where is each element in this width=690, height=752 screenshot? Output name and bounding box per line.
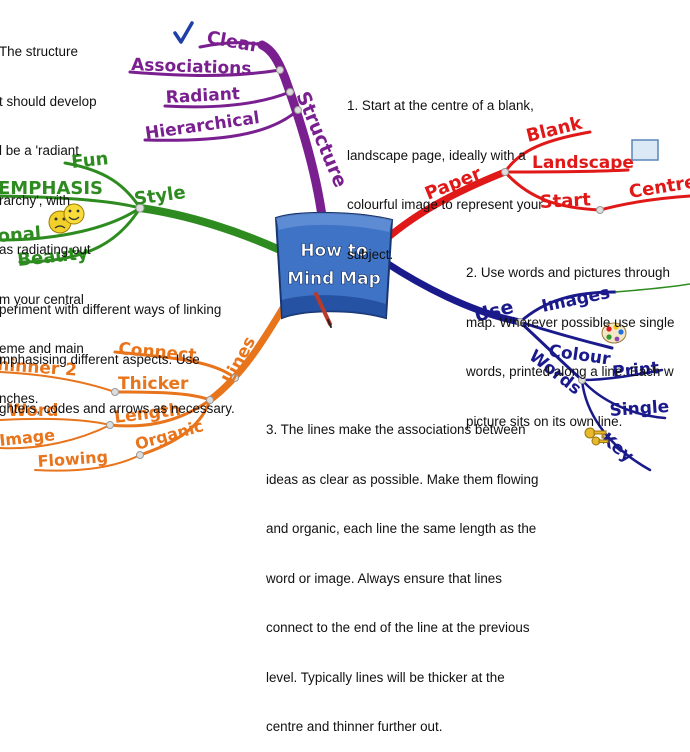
- style-note: periment with different ways of linking …: [0, 269, 235, 434]
- style-note-line: ghters, codes and arrows as necessary.: [0, 401, 235, 416]
- use-line-images: [518, 290, 617, 324]
- lines-line-word: [0, 417, 111, 426]
- central-title-line2: Mind Map: [287, 269, 381, 289]
- structure-note-line: as radiating out: [0, 242, 91, 257]
- paper-line-centre: [598, 194, 690, 212]
- style-branch: [0, 161, 284, 264]
- central-title-line1: How to: [300, 241, 367, 261]
- mind-map-diagram: Structure Clear Associations Radiant Hie…: [0, 21, 690, 472]
- structure-line-clear: [198, 41, 264, 49]
- checkmark-icon: [173, 21, 194, 44]
- step3-note-line: word or image. Always ensure that lines: [266, 570, 502, 586]
- use-item-print: Print: [611, 358, 660, 383]
- use-green-extension-line: [614, 283, 690, 293]
- use-line-colour: [518, 320, 614, 350]
- step2-note-line: picture sits on its own line.: [466, 413, 623, 429]
- lines-node-dots: [106, 374, 239, 459]
- lines-line-image: [0, 424, 111, 450]
- style-node-dot: [135, 203, 145, 213]
- step1-note: 1. Start at the centre of a blank, lands…: [347, 65, 543, 280]
- use-line-single: [580, 378, 667, 420]
- step3-note-line: level. Typically lines will be thicker a…: [266, 669, 505, 685]
- colour-palette-icon: [601, 322, 627, 344]
- use-line-print: [580, 368, 664, 382]
- structure-item-associations: Associations: [131, 55, 252, 79]
- step2-note-line: words, printed along a line. Each w: [466, 364, 674, 379]
- structure-note-line: l be a 'radiant: [0, 143, 79, 158]
- pen-icon: [314, 292, 332, 328]
- style-item-fun: Fun: [70, 148, 109, 173]
- structure-note-line: rarchy', with: [0, 192, 71, 208]
- lines-line-organic: [138, 398, 212, 457]
- step2-note: 2. Use words and pictures through map. W…: [466, 232, 690, 447]
- use-branch: [381, 258, 667, 472]
- central-image: How to Mind Map: [274, 211, 394, 328]
- style-note-line: mphasising different aspects. Use: [0, 351, 200, 367]
- structure-node-dots: [276, 66, 302, 114]
- style-main-line: [136, 204, 284, 254]
- picture-frame-icon: [631, 139, 659, 161]
- lines-line-flowing: [34, 454, 141, 472]
- structure-line-associations: [128, 68, 282, 77]
- paper-line-landscape: [503, 168, 630, 174]
- use-line-words: [518, 320, 584, 382]
- smiley-faces-icon: [48, 203, 85, 234]
- style-line-emphasis: [0, 194, 142, 210]
- lines-line-length: [108, 398, 212, 428]
- use-main-line: [381, 258, 524, 326]
- lines-item-word: Word: [8, 401, 58, 421]
- step3-note-line: and organic, each line the same length a…: [266, 521, 537, 536]
- paper-item-centre: Centre: [627, 172, 690, 203]
- structure-note: The structure t should develop l be a 'r…: [0, 11, 97, 424]
- style-line-fun: [63, 161, 142, 210]
- paper-item-landscape: Landscape: [532, 153, 634, 173]
- paper-main-line: [381, 168, 509, 244]
- paper-node-dots: [501, 168, 604, 214]
- structure-line-hierarchical: [143, 108, 300, 142]
- paper-item-start: Start: [539, 189, 592, 213]
- paper-branch: [381, 130, 690, 244]
- paper-line-blank: [503, 130, 592, 174]
- use-line-key: [580, 378, 652, 472]
- structure-note-line: eme and main: [0, 341, 84, 356]
- paper-line-start: [503, 170, 602, 212]
- step1-note-line: 1. Start at the centre of a blank,: [347, 98, 534, 113]
- step3-note: 3. The lines make the associations betwe…: [266, 389, 538, 752]
- style-label: Style: [133, 182, 187, 210]
- lines-item-flowing: Flowing: [37, 447, 109, 471]
- step1-note-line: colourful image to represent your: [347, 197, 543, 212]
- style-line-emotional: [0, 206, 142, 242]
- step1-note-line: landscape page, ideally with a: [347, 147, 526, 163]
- structure-item-clear: Clear: [205, 27, 261, 57]
- step2-note-line: 2. Use words and pictures through: [466, 265, 670, 280]
- step3-note-line: centre and thinner further out.: [266, 719, 443, 734]
- lines-item-thicker: Thicker: [118, 374, 189, 394]
- structure-line-radiant: [163, 90, 292, 109]
- step3-note-line: 3. The lines make the associations betwe…: [266, 422, 526, 437]
- step2-note-line: map. Wherever possible use single: [466, 314, 675, 330]
- step3-note-line: connect to the end of the line at the pr…: [266, 620, 530, 635]
- lines-line-thinner: [0, 371, 116, 393]
- step1-note-line: subject.: [347, 246, 394, 262]
- structure-note-line: t should develop: [0, 93, 97, 109]
- structure-note-line: m your central: [0, 291, 84, 307]
- use-node-dots: [516, 318, 586, 384]
- structure-note-line: nches.: [0, 390, 39, 406]
- keys-icon: [584, 427, 609, 446]
- structure-note-line: The structure: [0, 44, 78, 59]
- style-line-beauty: [18, 206, 142, 264]
- lines-line-thicker: [113, 390, 212, 402]
- structure-item-radiant: Radiant: [165, 84, 240, 108]
- use-item-single: Single: [609, 397, 670, 421]
- style-item-emphasis: EMPHASIS: [0, 178, 103, 199]
- style-item-emotional: onal: [0, 223, 42, 247]
- style-note-line: periment with different ways of linking: [0, 302, 222, 317]
- lines-line-connect: [113, 350, 237, 380]
- step3-note-line: ideas as clear as possible. Make them fl…: [266, 471, 539, 487]
